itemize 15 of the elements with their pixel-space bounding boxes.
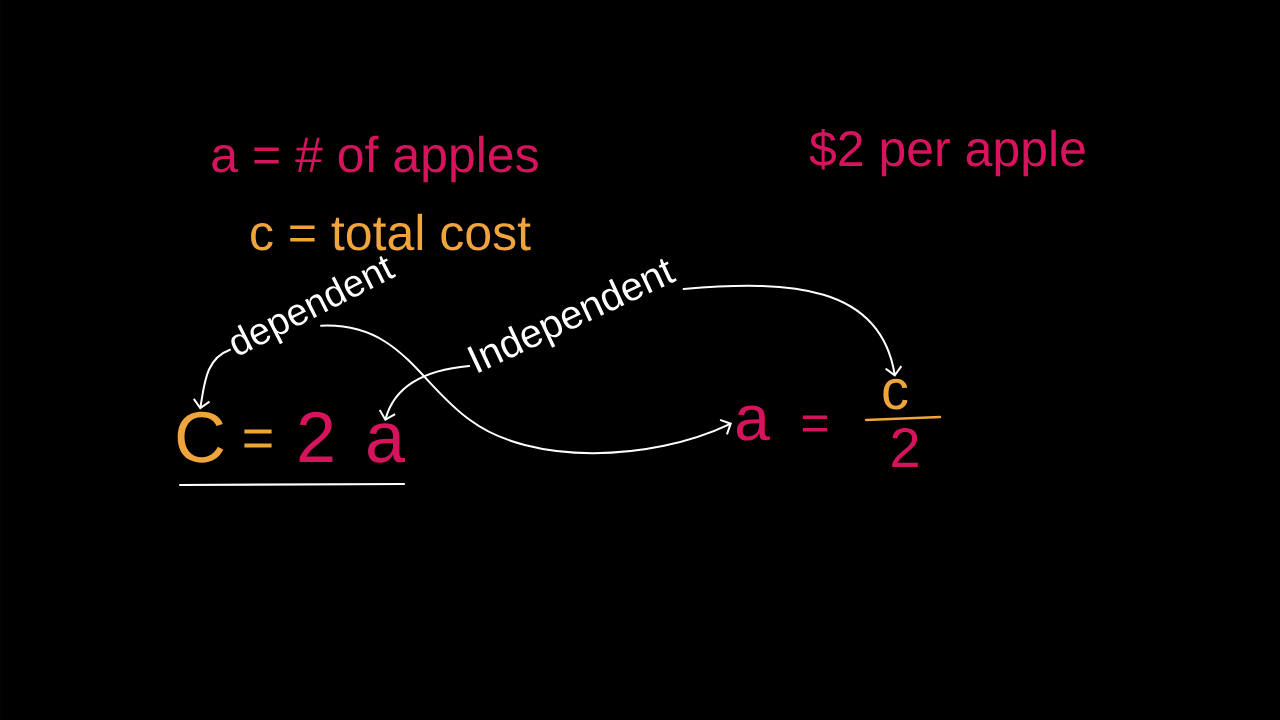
equals-sign: =: [244, 429, 272, 448]
definition-text: c = total cost: [251, 213, 531, 251]
variable-letter: a: [736, 405, 770, 441]
variable-letter: C: [177, 411, 224, 463]
variable-letter: c: [883, 378, 908, 410]
curved-arrow: [192, 348, 232, 410]
note-text: $2 per apple: [809, 129, 1085, 177]
curved-arrow: [378, 364, 471, 422]
digit: 2: [892, 427, 918, 467]
digit: 2: [299, 411, 333, 462]
variable-letter: a: [368, 423, 406, 463]
curved-arrow: [320, 324, 732, 455]
equals-sign: =: [802, 415, 828, 432]
curved-arrow: [682, 284, 903, 377]
definition-text: a = # of apples: [212, 135, 538, 183]
